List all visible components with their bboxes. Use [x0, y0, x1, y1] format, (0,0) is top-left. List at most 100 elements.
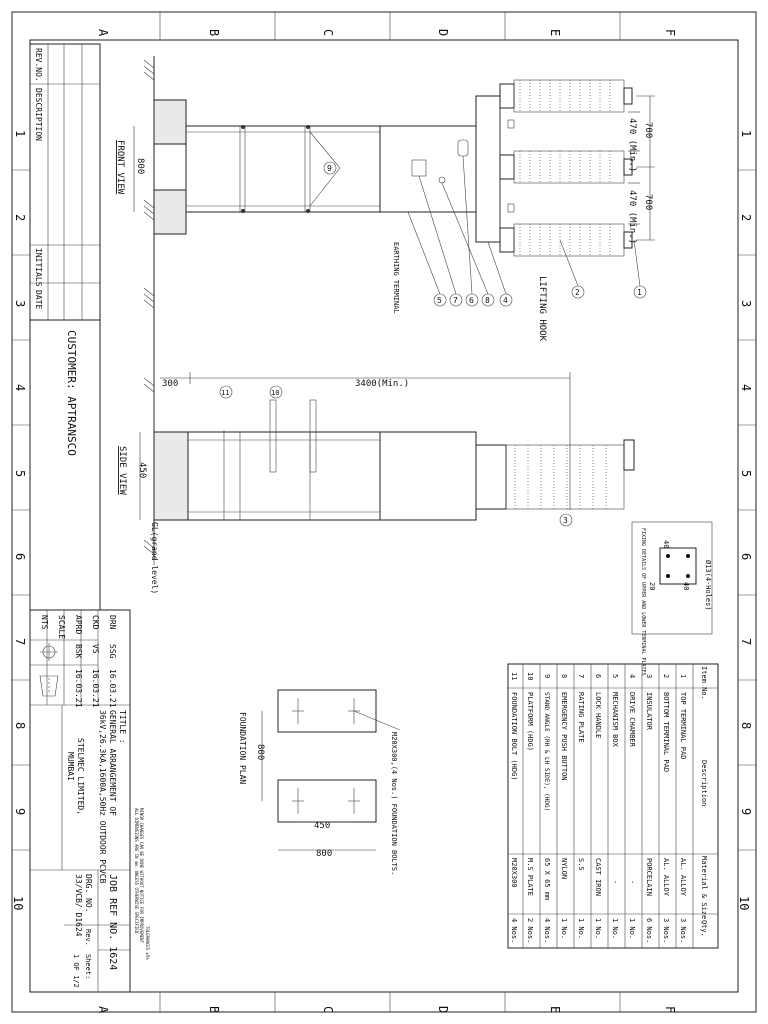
lifting-hook	[507, 203, 515, 213]
insulator	[513, 150, 625, 184]
table-row: 5	[611, 674, 619, 678]
zone-col-label: 2	[739, 214, 753, 221]
description-header: DESCRIPTION	[34, 88, 43, 141]
col-material: Material & Size	[700, 856, 708, 919]
callout-7: 7	[453, 296, 458, 305]
outer-border	[11, 11, 757, 1013]
dim-450-side: 450	[137, 462, 147, 478]
side-view: 300 3400(Min.) 450 SIDE VIEW GL(grand le…	[117, 360, 635, 594]
lifting-hook	[507, 119, 515, 129]
drn-initials: SSG	[108, 644, 117, 659]
table-row: PORCELAIN	[645, 858, 653, 896]
foundation-block	[153, 99, 187, 145]
table-row: MECHANISM BOX	[611, 692, 619, 748]
zone-col-label: 7	[13, 638, 27, 645]
callout-2: 2	[575, 288, 580, 297]
table-row: S.S	[577, 858, 585, 871]
table-row: EMERGENCY PUSH BUTTON	[560, 692, 568, 781]
dim-470-lower: 470 (Min.)	[627, 190, 637, 244]
bottom-terminal-pad	[499, 83, 515, 109]
title-label: TITLE :	[118, 710, 127, 744]
table-row: 3 Nos.	[679, 918, 687, 943]
callout-8: 8	[485, 296, 490, 305]
title-block: DRN SSG 16.03.21 CKD VS 16.03.21 APRD BS…	[29, 609, 150, 993]
drive-chamber	[475, 95, 501, 243]
title-line-2: 36kV,26.3kA,1600A,50Hz OUTDOOR PCVCB	[98, 710, 107, 884]
dim-800-front: 800	[135, 158, 145, 174]
table-row: FOUNDATION BOLT (HDG)	[510, 692, 518, 781]
zone-row-label: C	[321, 1006, 335, 1013]
foundation-block	[153, 189, 187, 235]
date-header: DATE	[34, 290, 43, 309]
holes-label: Ø13(4-Holes)	[704, 560, 712, 611]
zone-col-label: 6	[739, 553, 753, 560]
table-row: 4 Nos.	[543, 918, 551, 943]
fp-dim-800: 800	[255, 744, 265, 760]
foundation-plan-label: FOUNDATION PLAN	[238, 712, 247, 784]
table-row: NYLON	[560, 858, 568, 879]
zone-col-label: 9	[739, 808, 753, 815]
callout-11: 11	[221, 389, 229, 397]
callout-5: 5	[437, 296, 442, 305]
fixing-detail: Ø13(4-Holes) 40 40 20 FIXING DETAILS OF …	[631, 521, 713, 676]
table-row: PLATFORM (HDG)	[526, 692, 534, 751]
callout-6: 6	[469, 296, 474, 305]
company-city: MUMBAI	[66, 752, 75, 781]
customer-label: CUSTOMER: APTRANSCO	[65, 330, 78, 456]
zone-col-label: 4	[13, 384, 27, 391]
table-row: 7	[577, 674, 585, 678]
aprd-date: 16.03.21	[74, 669, 83, 708]
zone-col-label: 10	[11, 896, 25, 910]
drg-number: 33/VCB/ D1624	[74, 874, 83, 937]
dim-470-upper: 470 (Min.)	[627, 118, 637, 172]
lock-handle	[457, 139, 469, 157]
zone-row-label: D	[436, 1006, 450, 1013]
zone-col-label: 1	[739, 130, 753, 137]
zone-col-label: 10	[737, 896, 751, 910]
side-insulator	[505, 444, 625, 510]
zone-row-label: B	[207, 1006, 221, 1013]
fp-dim-800b: 800	[316, 849, 332, 859]
col-qty: Qty.	[700, 920, 708, 937]
parts-table: Item No. Description Material & Size Qty…	[507, 663, 719, 949]
scale-label: SCALE	[57, 615, 66, 639]
changes-note: MINOR CHANGES CAN BE DONE WITHOUT NOTICE…	[139, 808, 144, 943]
ckd-date: 16.03.21	[91, 669, 100, 708]
fp-dim-450: 450	[314, 821, 330, 831]
zone-col-label: 7	[739, 638, 753, 645]
rating-plate	[411, 159, 427, 177]
front-view: 700 700 470 (Min.) 470 (Min.) 800 FRONT …	[115, 56, 655, 560]
table-row: AL. ALLOY	[679, 858, 687, 897]
ckd-label: CKD	[91, 615, 100, 630]
drn-date: 16.03.21	[108, 669, 117, 708]
table-row: -	[628, 880, 636, 884]
job-ref: JOB REF NO. 1624	[107, 874, 118, 970]
zone-row-label: B	[207, 29, 221, 36]
rev-no-header: REV.NO.	[34, 48, 43, 82]
drg-label: DRG. NO.	[84, 874, 93, 913]
zone-row-label: E	[548, 29, 562, 36]
aprd-initials: BSK	[74, 644, 83, 659]
zone-col-label: 9	[13, 808, 27, 815]
zone-col-label: 6	[13, 553, 27, 560]
sheet-value: 1 OF 1/2	[72, 954, 80, 988]
emergency-push-button	[438, 176, 446, 184]
rev-label: Rev.	[84, 929, 92, 946]
table-row: 1 No.	[611, 918, 619, 939]
table-row: 1	[679, 674, 687, 678]
table-row: 1 No.	[594, 918, 602, 939]
table-row: BOTTOM TERMINAL PAD	[662, 692, 670, 772]
insulator	[513, 223, 625, 257]
aprd-label: APRD	[74, 615, 83, 634]
sheet-label: Sheet:	[84, 954, 92, 979]
table-row: 6 Nos.	[645, 918, 653, 943]
hole-dim: 20	[648, 582, 656, 590]
bottom-terminal-pad	[499, 154, 515, 180]
table-row: STAND ANGLE (RH & LH SIDE), (HDG)	[543, 692, 550, 811]
scale-value: NTS	[40, 615, 49, 630]
dim-3400: 3400(Min.)	[355, 379, 409, 389]
mechanism-box	[379, 125, 477, 213]
hole-dim: 40	[662, 540, 670, 548]
callout-10: 10	[271, 389, 279, 397]
fixing-detail-label: FIXING DETAILS OF UPPER AND LOWER TERMIN…	[640, 528, 646, 676]
